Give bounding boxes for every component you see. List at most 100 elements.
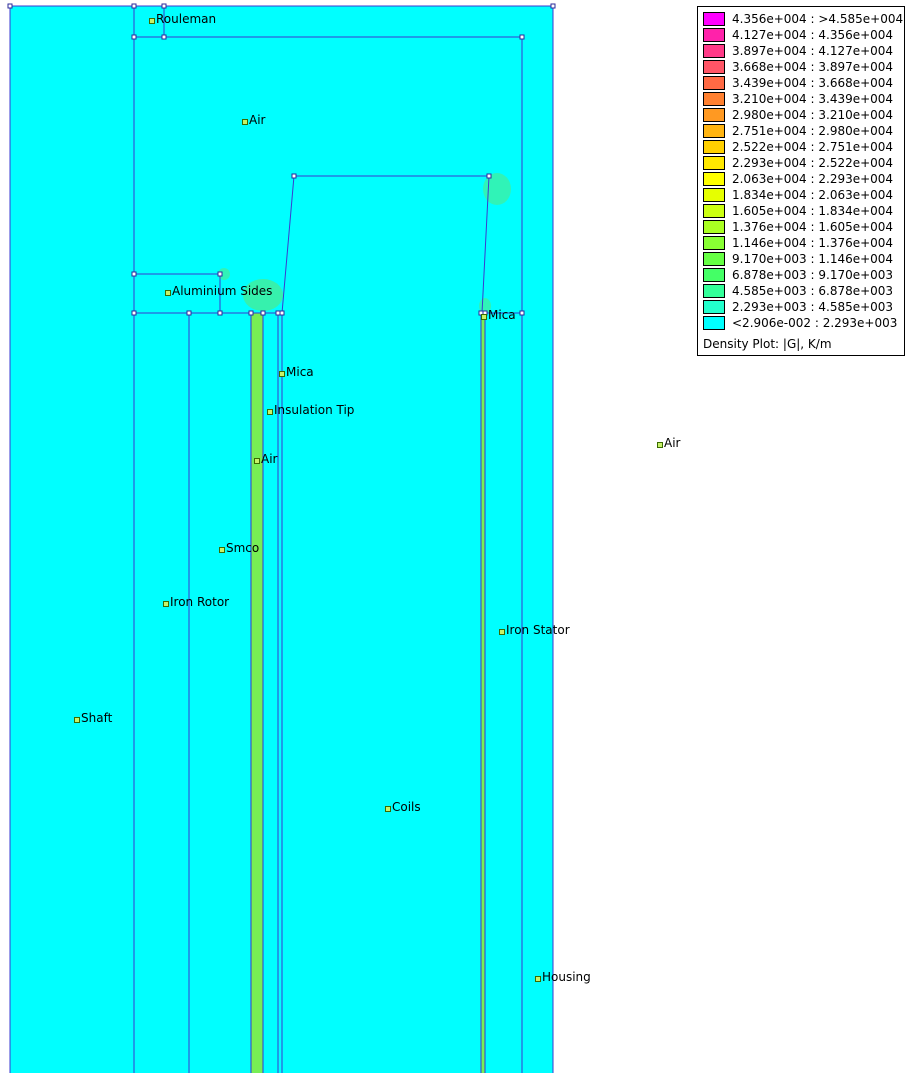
legend-swatch bbox=[703, 188, 725, 202]
label-marker-icon bbox=[385, 806, 391, 812]
legend-range: 2.293e+004 : 2.522e+004 bbox=[732, 156, 894, 170]
legend-entry: 9.170e+003 : 1.146e+004 bbox=[703, 252, 903, 268]
legend-swatch bbox=[703, 220, 725, 234]
label-mica-right: Mica bbox=[481, 308, 516, 322]
legend-range: 2.980e+004 : 3.210e+004 bbox=[732, 108, 894, 122]
hotspot-small-left bbox=[218, 268, 230, 280]
legend-swatch bbox=[703, 76, 725, 90]
label-air-gap: Air bbox=[254, 452, 277, 466]
legend-entry: 3.897e+004 : 4.127e+004 bbox=[703, 44, 903, 60]
label-coils: Coils bbox=[385, 800, 421, 814]
legend-range: 1.146e+004 : 1.376e+004 bbox=[732, 236, 894, 250]
legend-range: 1.605e+004 : 1.834e+004 bbox=[732, 204, 894, 218]
label-text: Iron Rotor bbox=[170, 595, 230, 609]
legend-range: 9.170e+003 : 1.146e+004 bbox=[732, 252, 894, 266]
label-marker-icon bbox=[279, 371, 285, 377]
legend-swatch bbox=[703, 140, 725, 154]
label-marker-icon bbox=[149, 18, 155, 24]
legend-entry: 3.668e+004 : 3.897e+004 bbox=[703, 60, 903, 76]
label-text: Smco bbox=[226, 541, 260, 555]
legend-range: 6.878e+003 : 9.170e+003 bbox=[732, 268, 894, 282]
legend-range: 2.293e+003 : 4.585e+003 bbox=[732, 300, 894, 314]
label-text: Housing bbox=[542, 970, 591, 984]
geometry-nodes bbox=[7, 3, 556, 316]
legend-range: <2.906e-002 : 2.293e+003 bbox=[732, 316, 898, 330]
legend-swatch bbox=[703, 92, 725, 106]
legend-range: 1.376e+004 : 1.605e+004 bbox=[732, 220, 894, 234]
legend-swatch bbox=[703, 60, 725, 74]
geometry-boundaries bbox=[9, 5, 554, 1073]
label-air-top: Air bbox=[242, 113, 265, 127]
green-strip-right bbox=[481, 313, 485, 1073]
label-aluminium-sides: Aluminium Sides bbox=[165, 284, 272, 298]
label-air-outside: Air bbox=[657, 436, 680, 450]
label-text: Rouleman bbox=[156, 12, 217, 26]
legend-range: 3.210e+004 : 3.439e+004 bbox=[732, 92, 894, 106]
legend-range: 4.127e+004 : 4.356e+004 bbox=[732, 28, 894, 42]
legend-swatch bbox=[703, 108, 725, 122]
legend-entry: 1.605e+004 : 1.834e+004 bbox=[703, 204, 903, 220]
legend-swatch bbox=[703, 316, 725, 330]
label-mica-left: Mica bbox=[279, 365, 314, 379]
legend-range: 4.585e+003 : 6.878e+003 bbox=[732, 284, 894, 298]
label-text: Mica bbox=[488, 308, 516, 322]
legend-range: 4.356e+004 : >4.585e+004 bbox=[732, 12, 904, 26]
label-housing: Housing bbox=[535, 970, 591, 984]
legend-range: 2.063e+004 : 2.293e+004 bbox=[732, 172, 894, 186]
legend-entry: 2.980e+004 : 3.210e+004 bbox=[703, 108, 903, 124]
legend-swatch bbox=[703, 300, 725, 314]
legend-entry: 2.522e+004 : 2.751e+004 bbox=[703, 140, 903, 156]
hotspot-top-right bbox=[483, 173, 511, 205]
legend-entry: 2.293e+003 : 4.585e+003 bbox=[703, 300, 903, 316]
label-iron-stator: Iron Stator bbox=[499, 623, 570, 637]
label-text: Air bbox=[249, 113, 266, 127]
legend-caption: Density Plot: |G|, K/m bbox=[703, 337, 832, 351]
label-text: Aluminium Sides bbox=[172, 284, 273, 298]
legend-entry: 4.585e+003 : 6.878e+003 bbox=[703, 284, 903, 300]
label-marker-icon bbox=[242, 119, 248, 125]
legend-swatch bbox=[703, 284, 725, 298]
label-marker-icon bbox=[254, 458, 260, 464]
legend-entry: 4.356e+004 : >4.585e+004 bbox=[703, 12, 903, 28]
label-shaft: Shaft bbox=[74, 711, 112, 725]
label-insulation-tip: Insulation Tip bbox=[267, 403, 354, 417]
label-text: Coils bbox=[392, 800, 421, 814]
label-iron-rotor: Iron Rotor bbox=[163, 595, 229, 609]
legend-entry: 4.127e+004 : 4.356e+004 bbox=[703, 28, 903, 44]
label-marker-icon bbox=[163, 601, 169, 607]
legend-range: 2.522e+004 : 2.751e+004 bbox=[732, 140, 894, 154]
label-marker-icon bbox=[267, 409, 273, 415]
legend-range: 3.439e+004 : 3.668e+004 bbox=[732, 76, 894, 90]
label-marker-icon bbox=[481, 314, 487, 320]
legend-range: 3.668e+004 : 3.897e+004 bbox=[732, 60, 894, 74]
legend-entry: 1.146e+004 : 1.376e+004 bbox=[703, 236, 903, 252]
label-marker-icon bbox=[657, 442, 663, 448]
legend-entry: 2.293e+004 : 2.522e+004 bbox=[703, 156, 903, 172]
label-marker-icon bbox=[165, 290, 171, 296]
legend-swatch bbox=[703, 156, 725, 170]
label-rouleman: Rouleman bbox=[149, 12, 216, 26]
legend-swatch bbox=[703, 204, 725, 218]
legend-entry: 1.376e+004 : 1.605e+004 bbox=[703, 220, 903, 236]
legend-entry: 1.834e+004 : 2.063e+004 bbox=[703, 188, 903, 204]
legend-swatch bbox=[703, 44, 725, 58]
legend-swatch bbox=[703, 28, 725, 42]
legend-entry: 6.878e+003 : 9.170e+003 bbox=[703, 268, 903, 284]
label-marker-icon bbox=[499, 629, 505, 635]
label-text: Air bbox=[664, 436, 681, 450]
legend-swatch bbox=[703, 124, 725, 138]
label-text: Mica bbox=[286, 365, 314, 379]
legend-entry: 3.439e+004 : 3.668e+004 bbox=[703, 76, 903, 92]
density-legend: 4.356e+004 : >4.585e+004 4.127e+004 : 4.3… bbox=[697, 6, 905, 356]
hotspot-left-corner bbox=[243, 279, 283, 311]
legend-swatch bbox=[703, 12, 725, 26]
label-smco: Smco bbox=[219, 541, 259, 555]
legend-swatch bbox=[703, 268, 725, 282]
label-text: Air bbox=[261, 452, 278, 466]
legend-entry: <2.906e-002 : 2.293e+003 bbox=[703, 316, 903, 332]
legend-entry: 2.751e+004 : 2.980e+004 bbox=[703, 124, 903, 140]
label-text: Iron Stator bbox=[506, 623, 570, 637]
green-strip bbox=[251, 313, 263, 1073]
legend-swatch bbox=[703, 236, 725, 250]
